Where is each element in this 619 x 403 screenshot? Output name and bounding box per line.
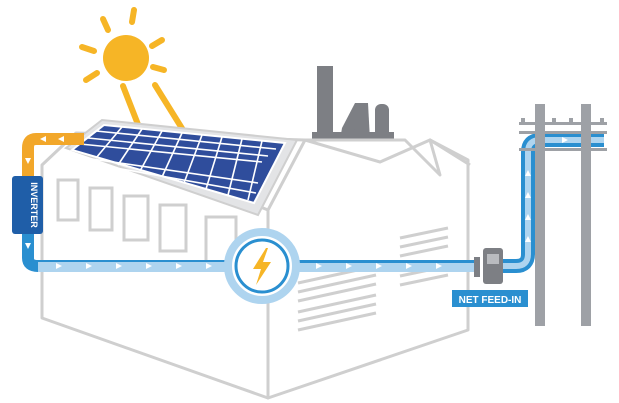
solar-panel-array: [69, 123, 287, 205]
flow-arrow-icon: [525, 170, 531, 176]
net-feed-in-badge: NET FEED-IN: [452, 290, 528, 307]
flow-arrow-icon: [525, 214, 531, 220]
flow-arrow-icon: [116, 263, 122, 269]
dc-power-flow: [22, 133, 84, 178]
flow-arrow-icon: [25, 158, 31, 164]
flow-arrow-icon: [376, 263, 382, 269]
flow-arrow-icon: [346, 263, 352, 269]
flow-arrow-icon: [316, 263, 322, 269]
flow-arrow-icon: [58, 136, 64, 142]
flow-arrow-icon: [206, 263, 212, 269]
lightning-bolt-icon: [224, 228, 300, 304]
flow-arrow-icon: [562, 137, 568, 143]
flow-arrow-icon: [40, 136, 46, 142]
flow-arrow-icon: [406, 263, 412, 269]
utility-poles: [519, 104, 607, 326]
flow-arrow-icon: [56, 263, 62, 269]
factory-chimneys: [312, 66, 394, 142]
net-feed-in-label: NET FEED-IN: [459, 295, 522, 306]
flow-arrow-icon: [525, 236, 531, 242]
flow-arrow-icon: [146, 263, 152, 269]
inverter-box: INVERTER: [12, 176, 43, 234]
flow-arrow-icon: [86, 263, 92, 269]
flow-arrow-icon: [525, 192, 531, 198]
flow-arrow-icon: [176, 263, 182, 269]
electric-meter: [474, 248, 503, 284]
inverter-label: INVERTER: [29, 182, 39, 228]
flow-arrow-icon: [436, 263, 442, 269]
flow-arrow-icon: [25, 243, 31, 249]
